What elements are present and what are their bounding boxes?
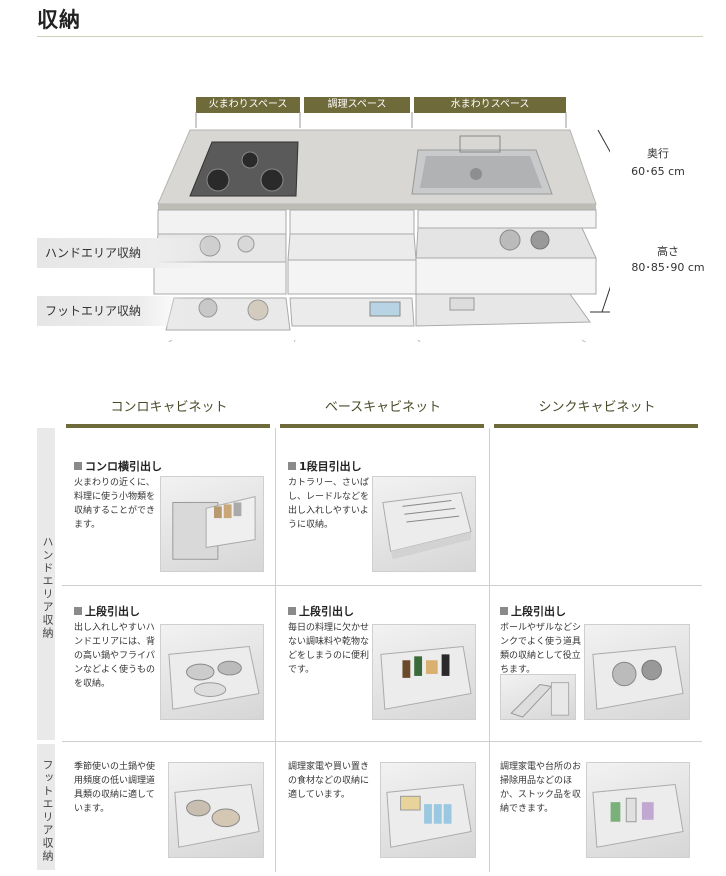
photo-sink-foot-drawer	[586, 762, 690, 858]
cell-r3c3-text: 調理家電や台所のお掃除用品などのほか、ストック品を収納できます。	[500, 762, 582, 814]
photo-stove-side-drawer	[160, 476, 264, 572]
cell-r1c2-text: カトラリー、さいばし、レードルなどを出し入れしやすいように収納。	[288, 478, 370, 530]
bullet-square-icon	[74, 607, 82, 615]
title-divider	[37, 36, 703, 37]
cell-r1c2-head: 1段目引出し	[288, 458, 362, 474]
bullet-square-icon	[288, 607, 296, 615]
page-title: 収納	[37, 8, 81, 32]
cell-r2c3-text: ボールやザルなどシンクでよく使う道具類の収納として役立ちます。	[500, 623, 582, 675]
bullet-square-icon	[74, 462, 82, 470]
cell-r3c1-text: 季節使いの土鍋や使用頻度の低い調理道具類の収納に適しています。	[74, 762, 156, 814]
col-divider-2	[489, 428, 490, 872]
photo-stove-upper-drawer	[160, 624, 264, 720]
side-tab-hand: ハンドエリア収納	[37, 428, 55, 740]
height-value: 80･85･90 cm	[631, 261, 705, 274]
zone-fire: 火まわりスペース	[196, 97, 300, 113]
photo-sink-upper-drawer	[584, 624, 690, 720]
column-title-base: ベースキャビネット	[324, 400, 442, 415]
cell-r2c1-text: 出し入れしやすいハンドエリアには、背の高い鍋やフライパンなどよく使うものを収納。	[74, 623, 156, 689]
zone-prep: 調理スペース	[304, 97, 410, 113]
cell-r2c2-text: 毎日の料理に欠かせない調味料や乾物などをしまうのに便利です。	[288, 623, 370, 675]
photo-base-upper-drawer	[372, 624, 476, 720]
kitchen-illustration	[153, 112, 610, 342]
cell-r2c2-head: 上段引出し	[288, 603, 354, 619]
row-divider-2	[62, 741, 702, 742]
foot-area-label: フットエリア収納	[37, 296, 187, 326]
hand-area-label: ハンドエリア収納	[37, 238, 207, 268]
cell-r2c3-head: 上段引出し	[500, 603, 566, 619]
zone-water: 水まわりスペース	[414, 97, 566, 113]
photo-base-foot-drawer	[380, 762, 476, 858]
photo-stove-foot-drawer	[168, 762, 264, 858]
col-divider-1	[275, 428, 276, 872]
column-bar-base	[280, 424, 484, 428]
depth-label: 奥行	[647, 147, 669, 160]
depth-value: 60･65 cm	[631, 165, 685, 178]
photo-sink-detail	[500, 674, 576, 720]
row-divider-1	[62, 585, 702, 586]
cell-r1c1-head: コンロ横引出し	[74, 458, 162, 474]
column-title-stove: コンロキャビネット	[110, 400, 228, 415]
cell-r3c2-text: 調理家電や買い置きの食材などの収納に適しています。	[288, 762, 370, 800]
photo-base-top-drawer	[372, 476, 476, 572]
column-title-sink: シンクキャビネット	[538, 400, 656, 415]
column-bar-stove	[66, 424, 270, 428]
height-label: 高さ	[657, 245, 679, 258]
cell-r1c1-text: 火まわりの近くに、料理に使う小物類を収納することができます。	[74, 478, 156, 530]
column-bar-sink	[494, 424, 698, 428]
cell-r2c1-head: 上段引出し	[74, 603, 140, 619]
bullet-square-icon	[288, 462, 296, 470]
bullet-square-icon	[500, 607, 508, 615]
side-tab-foot: フットエリア収納	[37, 744, 55, 870]
